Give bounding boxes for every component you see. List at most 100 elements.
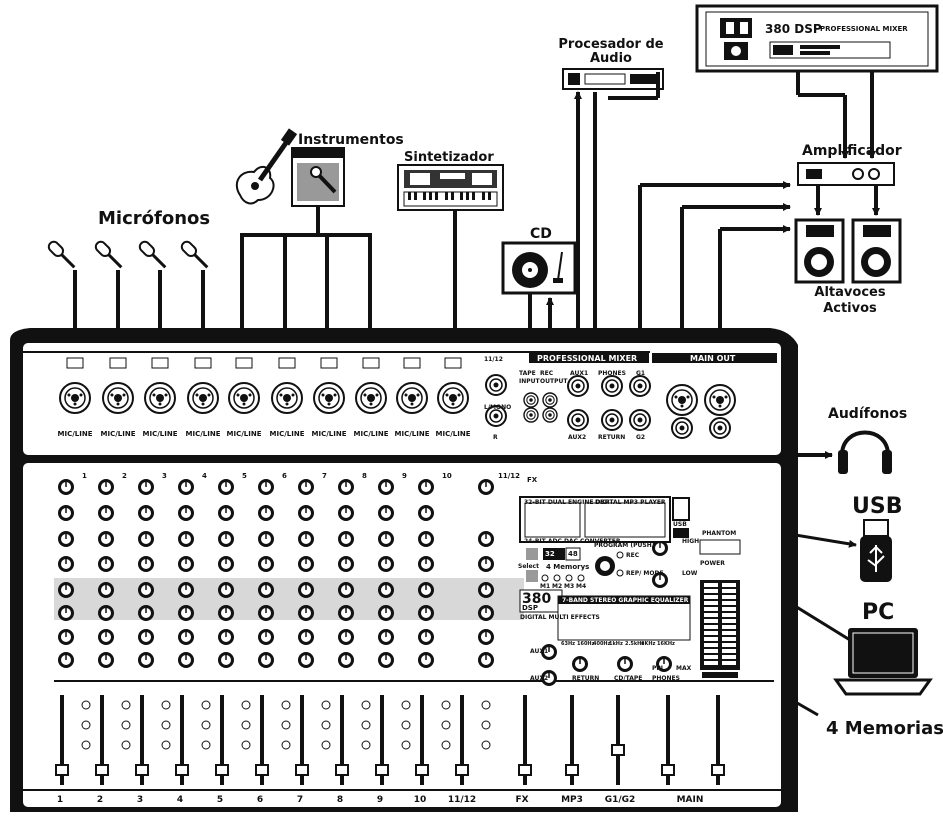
- fader-cap-12[interactable]: [519, 765, 531, 775]
- knob-ch4-row1[interactable]: [178, 479, 194, 495]
- fader-cap-11[interactable]: [456, 765, 468, 775]
- lr-button-7[interactable]: [322, 741, 330, 749]
- fader-cap-14[interactable]: [612, 745, 624, 755]
- knob-ch5-row7[interactable]: [218, 629, 234, 645]
- xlr-input-10[interactable]: [438, 383, 468, 413]
- knob-ch10-row4[interactable]: [418, 556, 434, 572]
- knob-ch10-row3[interactable]: [418, 531, 434, 547]
- mute-button-10[interactable]: [442, 701, 450, 709]
- knob-ch3-row6[interactable]: [138, 605, 154, 621]
- send-jack-3[interactable]: [630, 376, 650, 396]
- xlr-input-2[interactable]: [103, 383, 133, 413]
- knob-ch4-row2[interactable]: [178, 505, 194, 521]
- knob-ch1-row4[interactable]: [58, 556, 74, 572]
- pfl-button-6[interactable]: [282, 721, 290, 729]
- lr-button-5[interactable]: [242, 741, 250, 749]
- fader-cap-4[interactable]: [176, 765, 188, 775]
- lr-button-9[interactable]: [402, 741, 410, 749]
- pfl-button-7[interactable]: [322, 721, 330, 729]
- knob-ch8-row3[interactable]: [338, 531, 354, 547]
- mute-button-7[interactable]: [322, 701, 330, 709]
- main-out-xlr-2[interactable]: [705, 385, 735, 415]
- fader-cap-8[interactable]: [336, 765, 348, 775]
- mute-button-11[interactable]: [482, 701, 490, 709]
- main-out-jack-1[interactable]: [672, 418, 692, 438]
- knob-ch1-row1[interactable]: [58, 479, 74, 495]
- pfl-button-1[interactable]: [82, 721, 90, 729]
- send-jack-1[interactable]: [568, 376, 588, 396]
- lr-button-1[interactable]: [82, 741, 90, 749]
- pfl-button-2[interactable]: [122, 721, 130, 729]
- knob-ch6-row5[interactable]: [258, 582, 274, 598]
- knob-ch4-row6[interactable]: [178, 605, 194, 621]
- fader-cap-6[interactable]: [256, 765, 268, 775]
- knob-ch2-row5[interactable]: [98, 582, 114, 598]
- knob-ch8-row7[interactable]: [338, 629, 354, 645]
- knob-ch5-row1[interactable]: [218, 479, 234, 495]
- knob-ch9-row5[interactable]: [378, 582, 394, 598]
- knob-ch6-row4[interactable]: [258, 556, 274, 572]
- pfl-button-4[interactable]: [202, 721, 210, 729]
- send-jack-2[interactable]: [602, 376, 622, 396]
- knob-ch4-row4[interactable]: [178, 556, 194, 572]
- knob-ch7-row1[interactable]: [298, 479, 314, 495]
- knob-ch2-row3[interactable]: [98, 531, 114, 547]
- knob-ch3-row4[interactable]: [138, 556, 154, 572]
- pfl-button-11[interactable]: [482, 721, 490, 729]
- knob-ch8-row1[interactable]: [338, 479, 354, 495]
- knob-ch6-row6[interactable]: [258, 605, 274, 621]
- knob-ch3-row2[interactable]: [138, 505, 154, 521]
- knob-ch11-row5[interactable]: [478, 582, 494, 598]
- knob-ch2-row8[interactable]: [98, 652, 114, 668]
- knob-ch7-row2[interactable]: [298, 505, 314, 521]
- send-jack-6[interactable]: [630, 410, 650, 430]
- knob-ch3-row7[interactable]: [138, 629, 154, 645]
- pfl-button-9[interactable]: [402, 721, 410, 729]
- knob-ch1-row8[interactable]: [58, 652, 74, 668]
- knob-ch6-row7[interactable]: [258, 629, 274, 645]
- knob-ch3-row3[interactable]: [138, 531, 154, 547]
- knob-ch1-row5[interactable]: [58, 582, 74, 598]
- knob-ch5-row5[interactable]: [218, 582, 234, 598]
- aux-jack-6[interactable]: [543, 408, 557, 422]
- pfl-button-8[interactable]: [362, 721, 370, 729]
- fader-cap-2[interactable]: [96, 765, 108, 775]
- xlr-input-4[interactable]: [188, 383, 218, 413]
- knob-ch8-row2[interactable]: [338, 505, 354, 521]
- knob-ch2-row7[interactable]: [98, 629, 114, 645]
- knob-ch5-row8[interactable]: [218, 652, 234, 668]
- xlr-input-5[interactable]: [229, 383, 259, 413]
- knob-ch4-row8[interactable]: [178, 652, 194, 668]
- knob-ch10-row8[interactable]: [418, 652, 434, 668]
- fader-cap-10[interactable]: [416, 765, 428, 775]
- main-out-jack-2[interactable]: [710, 418, 730, 438]
- xlr-input-9[interactable]: [397, 383, 427, 413]
- knob-ch7-row5[interactable]: [298, 582, 314, 598]
- fader-cap-16[interactable]: [712, 765, 724, 775]
- xlr-input-3[interactable]: [145, 383, 175, 413]
- knob-ch9-row8[interactable]: [378, 652, 394, 668]
- xlr-input-8[interactable]: [356, 383, 386, 413]
- fader-cap-9[interactable]: [376, 765, 388, 775]
- knob-ch4-row5[interactable]: [178, 582, 194, 598]
- knob-ch7-row8[interactable]: [298, 652, 314, 668]
- knob-ch3-row8[interactable]: [138, 652, 154, 668]
- lr-button-8[interactable]: [362, 741, 370, 749]
- fader-cap-7[interactable]: [296, 765, 308, 775]
- knob-ch5-row2[interactable]: [218, 505, 234, 521]
- knob-ch9-row3[interactable]: [378, 531, 394, 547]
- knob-ch7-row7[interactable]: [298, 629, 314, 645]
- knob-ch8-row4[interactable]: [338, 556, 354, 572]
- knob-ch10-row2[interactable]: [418, 505, 434, 521]
- knob-ch2-row4[interactable]: [98, 556, 114, 572]
- knob-ch9-row7[interactable]: [378, 629, 394, 645]
- mute-button-2[interactable]: [122, 701, 130, 709]
- knob-ch6-row3[interactable]: [258, 531, 274, 547]
- mute-button-1[interactable]: [82, 701, 90, 709]
- knob-ch6-row8[interactable]: [258, 652, 274, 668]
- mute-button-8[interactable]: [362, 701, 370, 709]
- knob-ch1-row3[interactable]: [58, 531, 74, 547]
- mute-button-6[interactable]: [282, 701, 290, 709]
- knob-ch5-row3[interactable]: [218, 531, 234, 547]
- knob-ch5-row6[interactable]: [218, 605, 234, 621]
